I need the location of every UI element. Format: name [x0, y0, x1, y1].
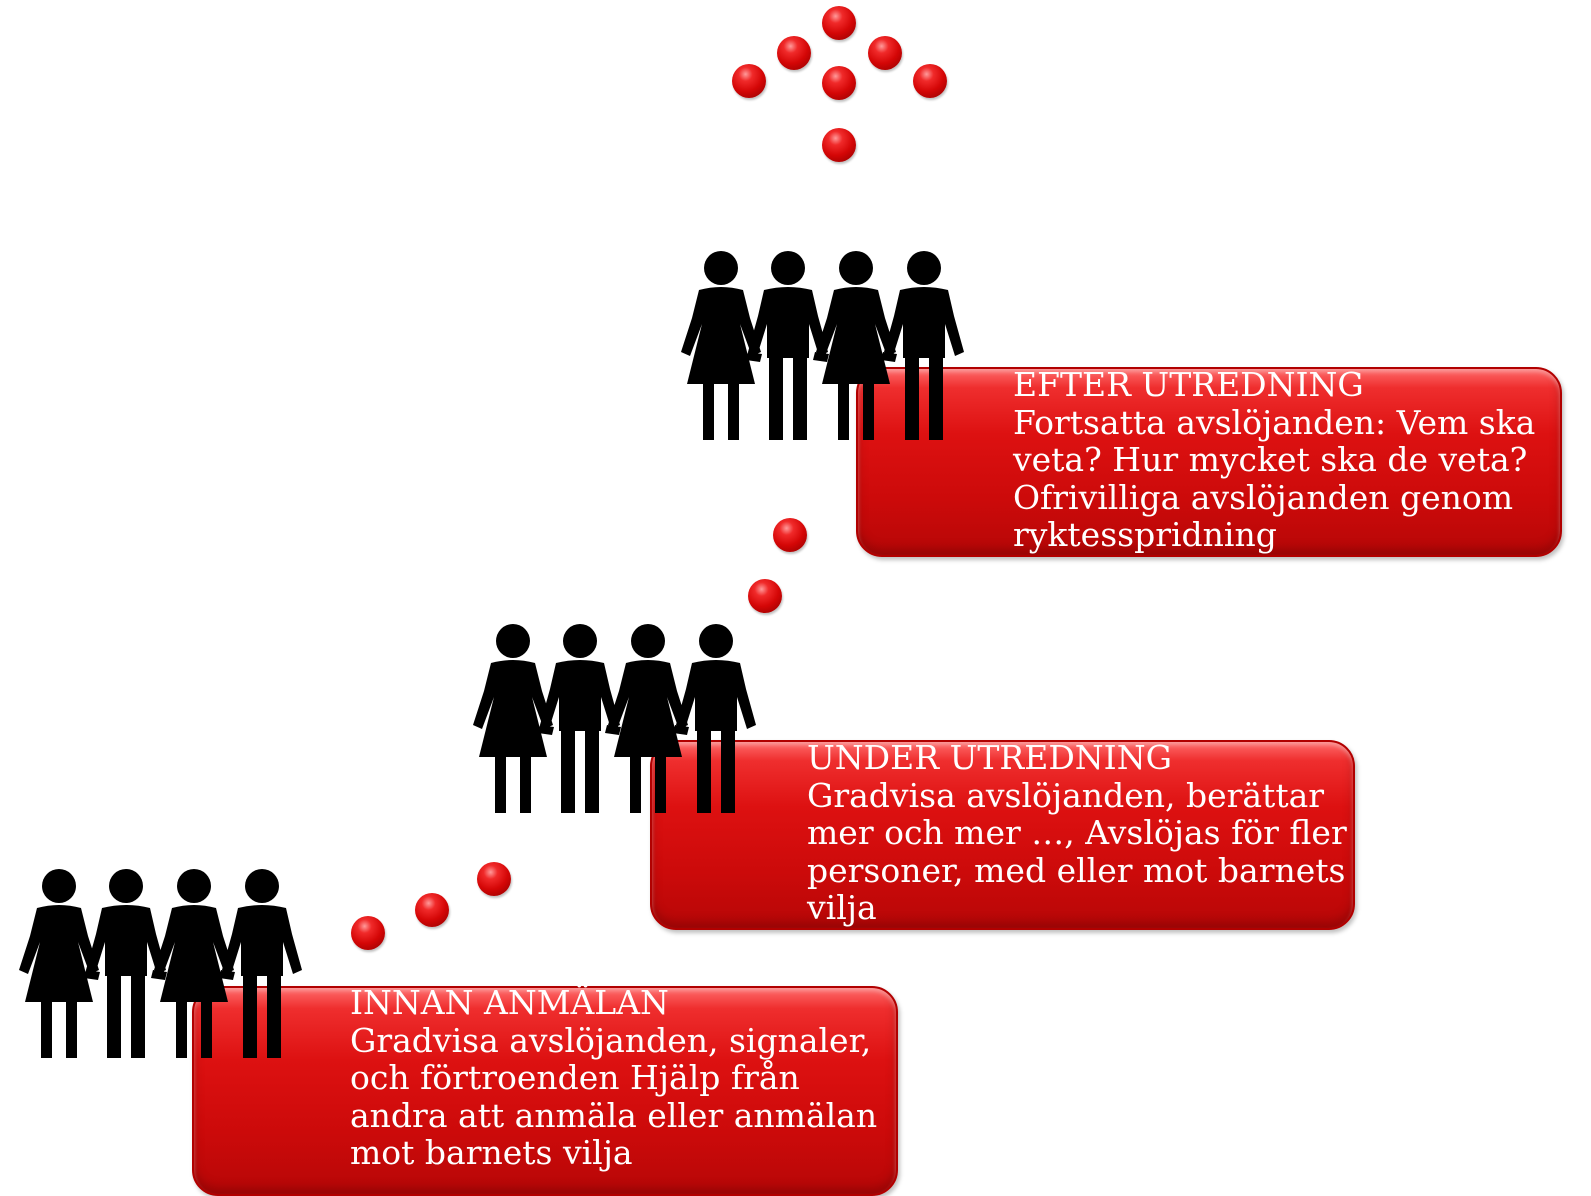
- stage-line: Gradvisa avslöjanden, signaler,: [350, 1020, 872, 1060]
- stage-heading: UNDER UTREDNING: [807, 738, 1172, 777]
- red-dot-icon: [477, 862, 511, 896]
- red-dot-icon: [822, 66, 856, 100]
- stage-box-under: [650, 740, 1355, 930]
- stage-line: mer och mer …, Avslöjas för fler: [807, 813, 1347, 852]
- red-dot-icon: [415, 893, 449, 927]
- red-dot-icon: [777, 36, 811, 70]
- stage-line: och förtroenden Hjälp från: [350, 1058, 800, 1097]
- stage-line: ryktesspridning: [1013, 515, 1277, 554]
- stage-box-efter: [856, 367, 1562, 557]
- stage-line: veta? Hur mycket ska de veta?: [1013, 440, 1528, 479]
- stage-line: mot barnets vilja: [350, 1133, 633, 1172]
- stage-text-under: UNDER UTREDNING Gradvisa avslöjanden, be…: [807, 739, 1347, 927]
- stage-heading: INNAN ANMÄLAN: [350, 983, 669, 1022]
- stage-heading: EFTER UTREDNING: [1013, 365, 1364, 404]
- people-group-icon: [14, 866, 304, 1066]
- people-group-icon: [676, 248, 966, 448]
- red-dot-icon: [913, 64, 947, 98]
- stage-line: Fortsatta avslöjanden: Vem ska: [1013, 402, 1536, 442]
- stage-text-efter: EFTER UTREDNING Fortsatta avslöjanden: V…: [1013, 366, 1535, 554]
- people-group-icon: [468, 621, 758, 821]
- red-dot-icon: [351, 916, 385, 950]
- red-dot-icon: [868, 36, 902, 70]
- stage-line: vilja: [807, 888, 877, 927]
- stage-line: Gradvisa avslöjanden, berättar: [807, 775, 1325, 815]
- red-dot-icon: [822, 128, 856, 162]
- red-dot-icon: [748, 579, 782, 613]
- stage-line: personer, med eller mot barnets: [807, 850, 1346, 890]
- red-dot-icon: [732, 64, 766, 98]
- red-dot-icon: [822, 6, 856, 40]
- stage-line: andra att anmäla eller anmälan: [350, 1095, 878, 1135]
- stage-line: Ofrivilliga avslöjanden genom: [1013, 477, 1514, 517]
- stage-text-innan: INNAN ANMÄLAN Gradvisa avslöjanden, sign…: [350, 984, 877, 1172]
- red-dot-icon: [773, 518, 807, 552]
